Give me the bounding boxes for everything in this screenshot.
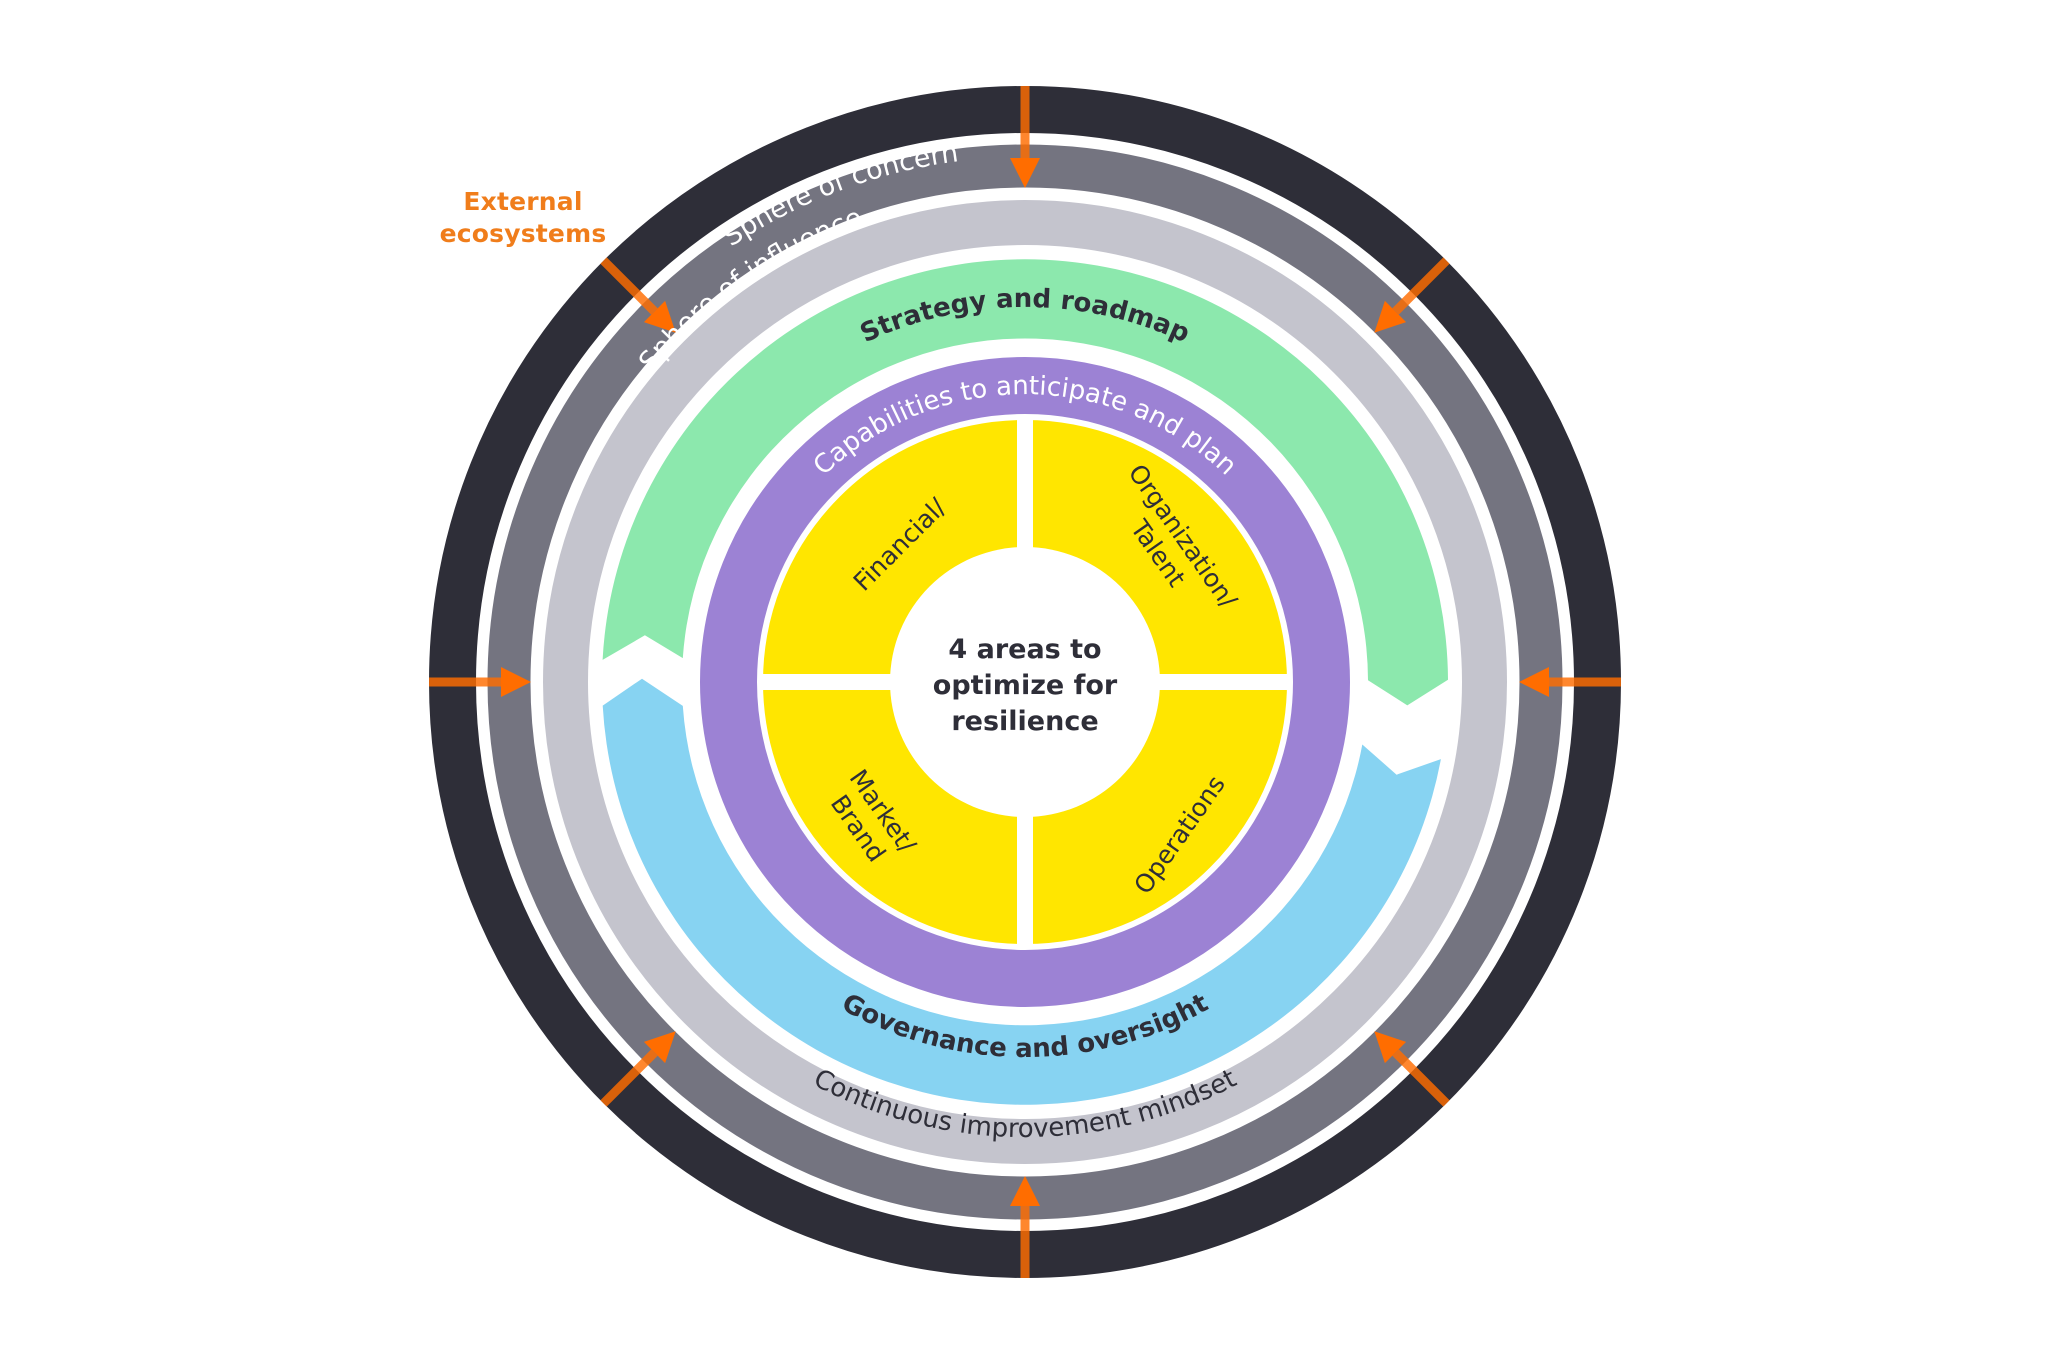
arrow-shaft [1020,1206,1030,1278]
arrow-head [1010,1176,1040,1206]
arrow-icon [1010,1176,1040,1278]
capabilities-ring [700,357,1350,1007]
arrow-icon [1374,1031,1450,1107]
arrow-shaft [600,257,658,315]
governance-band [602,678,1441,1105]
arrow-head [1519,667,1549,697]
arrow-shaft [429,677,501,687]
center-title: 4 areas to optimize for resilience [905,632,1145,740]
arrow-icon [1010,86,1040,188]
arrow-head [643,1031,676,1064]
arrow-icon [1374,257,1450,333]
center-line-2: optimize for [932,670,1118,701]
continuous-improvement-ring [543,200,1507,1164]
arrow-shaft [1392,1049,1450,1107]
arrow-head [1010,158,1040,188]
external-ecosystems-label: External ecosystems [423,186,623,250]
external-label-line-1: External [463,187,583,216]
arrow-head [1374,300,1407,333]
center-circle [890,547,1160,817]
arrow-icon [1519,667,1621,697]
center-line-3: resilience [951,706,1099,737]
arrow-head [1374,1031,1407,1064]
arrow-head [643,300,676,333]
external-arrows [429,86,1621,1278]
arrow-icon [600,1031,676,1107]
arrow-icon [429,667,531,697]
arrow-head [501,667,531,697]
external-label-line-2: ecosystems [439,219,607,248]
arrow-icon [600,257,676,333]
arrow-shaft [1020,86,1030,158]
center-line-1: 4 areas to [948,634,1102,665]
arrow-shaft [1549,677,1621,687]
strategy-band [602,259,1448,706]
arrow-shaft [600,1049,658,1107]
arrow-shaft [1392,257,1450,315]
